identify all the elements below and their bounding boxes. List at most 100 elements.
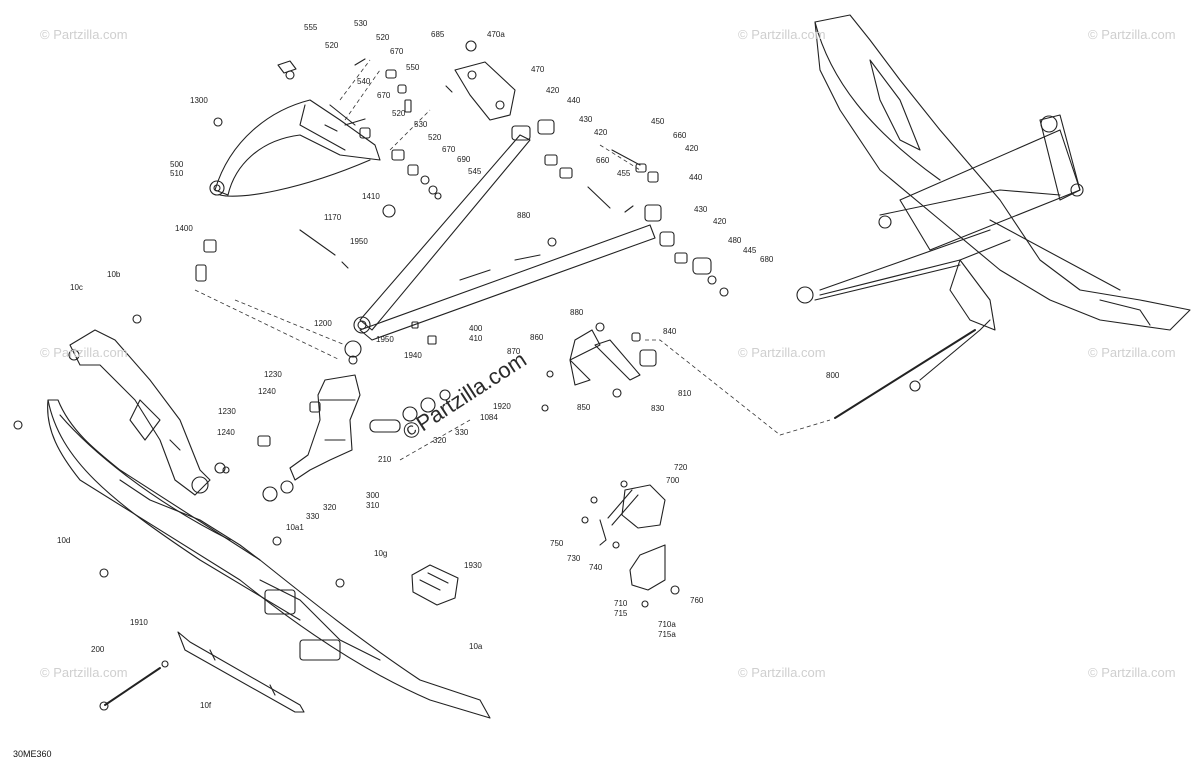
runner-bar — [99, 631, 305, 713]
watermark: © Partzilla.com — [738, 665, 826, 680]
callout-label: 1950 — [350, 237, 368, 246]
watermark: © Partzilla.com — [40, 27, 128, 42]
callout-label: 420 — [713, 217, 727, 226]
callout-label: 1084 — [480, 413, 498, 422]
callout-label: 880 — [517, 211, 531, 220]
callout-label: 410 — [469, 334, 483, 343]
hardware-group-2 — [544, 149, 729, 297]
callout-label: 715a — [658, 630, 676, 639]
watermark: © Partzilla.com — [40, 665, 128, 680]
callout-label: 10a1 — [286, 523, 304, 532]
callout-label: 300 — [366, 491, 380, 500]
callout-label: 660 — [673, 131, 687, 140]
callout-label: 330 — [455, 428, 469, 437]
callout-label: 320 — [433, 436, 447, 445]
callout-label: 430 — [579, 115, 593, 124]
callout-label: 750 — [550, 539, 564, 548]
callout-label: 840 — [663, 327, 677, 336]
lower-a-arm — [353, 119, 675, 341]
swaybar-link — [541, 322, 657, 412]
callout-label: 10c — [70, 283, 83, 292]
steering-bracket — [581, 480, 680, 608]
callout-label: 660 — [596, 156, 610, 165]
callout-label: 710a — [658, 620, 676, 629]
callout-label: 520 — [428, 133, 442, 142]
upper-a-arm — [209, 60, 381, 197]
callout-label: 800 — [826, 371, 840, 380]
callout-label: 1200 — [314, 319, 332, 328]
callout-label: 530 — [414, 120, 428, 129]
callout-label: 850 — [577, 403, 591, 412]
watermark: © Partzilla.com — [40, 345, 128, 360]
callout-label: 330 — [306, 512, 320, 521]
callout-label: 1930 — [464, 561, 482, 570]
callout-label: 420 — [546, 86, 560, 95]
callout-label: 470a — [487, 30, 505, 39]
callout-label: 1410 — [362, 192, 380, 201]
callout-label: 520 — [376, 33, 390, 42]
callout-label: 1170 — [324, 213, 342, 222]
callout-label: 680 — [760, 255, 774, 264]
callout-label: 200 — [91, 645, 105, 654]
callout-label: 420 — [685, 144, 699, 153]
callout-label: 550 — [406, 63, 420, 72]
watermark: © Partzilla.com — [1088, 345, 1176, 360]
callout-label: 520 — [392, 109, 406, 118]
callout-label: 720 — [674, 463, 688, 472]
watermark: © Partzilla.com — [1088, 27, 1176, 42]
callout-label: 670 — [390, 47, 404, 56]
callout-label: 1940 — [404, 351, 422, 360]
callout-label: 760 — [690, 596, 704, 605]
watermark: © Partzilla.com — [738, 345, 826, 360]
callout-label: 530 — [354, 19, 368, 28]
callout-label: 1400 — [175, 224, 193, 233]
callout-label: 10b — [107, 270, 121, 279]
callout-label: 10a — [469, 642, 483, 651]
sway-bar — [834, 329, 976, 419]
callout-label: 1920 — [493, 402, 511, 411]
spindle — [214, 374, 451, 502]
callout-label: 470 — [531, 65, 545, 74]
callout-label: 1300 — [190, 96, 208, 105]
callout-label: 455 — [617, 169, 631, 178]
watermark: © Partzilla.com — [1088, 665, 1176, 680]
callout-label: 520 — [325, 41, 339, 50]
callout-label: 210 — [378, 455, 392, 464]
callout-label: 10f — [200, 701, 212, 710]
callout-label: 480 — [728, 236, 742, 245]
diagram-code: 30ME360 — [13, 749, 52, 759]
callout-label: 555 — [304, 23, 318, 32]
callout-label: 670 — [377, 91, 391, 100]
callout-label: 540 — [357, 77, 371, 86]
callout-label: 1230 — [218, 407, 236, 416]
callout-label: 310 — [366, 501, 380, 510]
callout-label: 870 — [507, 347, 521, 356]
callout-label: 1240 — [258, 387, 276, 396]
hardware-group-3 — [195, 204, 437, 365]
callout-label: 440 — [689, 173, 703, 182]
callout-label: 670 — [442, 145, 456, 154]
callout-label: 430 — [694, 205, 708, 214]
callout-label: 690 — [457, 155, 471, 164]
callout-label: 450 — [651, 117, 665, 126]
bracket-470 — [445, 40, 516, 121]
callout-label: 10d — [57, 536, 71, 545]
callout-label: 10g — [374, 549, 388, 558]
callout-label: 710 — [614, 599, 628, 608]
callout-label: 1950 — [376, 335, 394, 344]
callout-label: 545 — [468, 167, 482, 176]
callout-label: 880 — [570, 308, 584, 317]
callout-label: 1230 — [264, 370, 282, 379]
callout-label: 830 — [651, 404, 665, 413]
callout-label: 810 — [678, 389, 692, 398]
callout-label: 500 — [170, 160, 184, 169]
callout-label: 320 — [323, 503, 337, 512]
callout-label: 715 — [614, 609, 628, 618]
hardware-group-1 — [213, 58, 442, 200]
left-ski — [13, 314, 491, 719]
callout-label: 1910 — [130, 618, 148, 627]
callout-label: 685 — [431, 30, 445, 39]
wear-pad — [411, 564, 459, 606]
callout-label: 440 — [567, 96, 581, 105]
